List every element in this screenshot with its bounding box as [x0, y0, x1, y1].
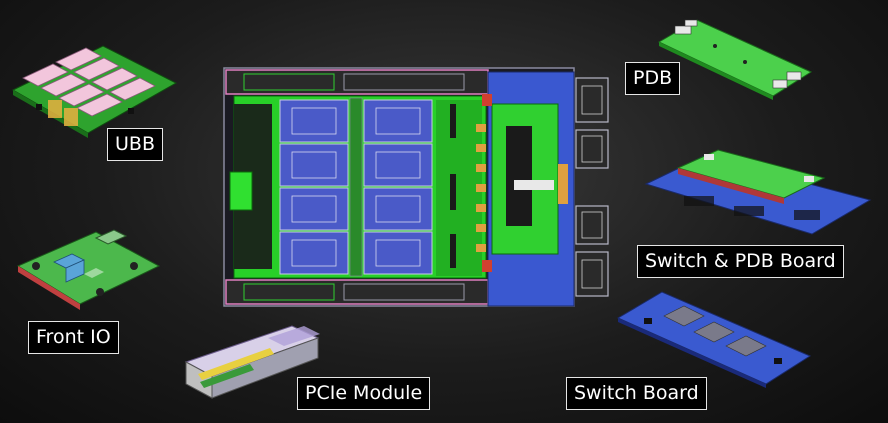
pdb-illustration	[657, 19, 813, 100]
pcie-module-label: PCIe Module	[297, 377, 431, 410]
front-io-label: Front IO	[28, 321, 119, 354]
front-io-illustration	[16, 229, 161, 310]
pcie-module-illustration	[184, 325, 320, 399]
switch-pdb-board-illustration	[644, 149, 872, 235]
ubb-label: UBB	[107, 128, 163, 161]
chassis-top-view	[223, 67, 609, 307]
switch-board-illustration	[616, 291, 812, 388]
pdb-label: PDB	[625, 62, 681, 95]
ubb-illustration	[11, 45, 178, 138]
switch-pdb-board-label: Switch & PDB Board	[637, 245, 844, 278]
switch-board-label: Switch Board	[566, 377, 707, 410]
